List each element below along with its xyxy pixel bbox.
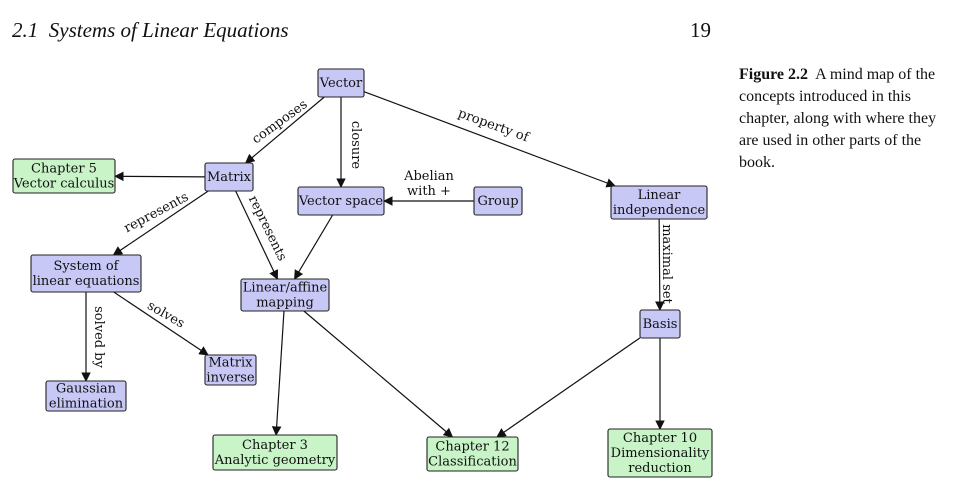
node-matrix-inverse-label: Matrix — [209, 356, 254, 371]
node-matrix-label: Matrix — [207, 170, 252, 185]
edge-label-solved-by: solved by — [91, 306, 106, 368]
node-chapter5-label: Vector calculus — [13, 177, 115, 192]
section-title: Systems of Linear Equations — [48, 18, 289, 42]
node-group: Group — [473, 186, 523, 216]
edges-layer — [81, 91, 665, 438]
section-number: 2.1 — [12, 18, 39, 42]
edge-matrix-to-chapter5 — [114, 171, 206, 182]
node-chapter5-label: Chapter 5 — [31, 162, 97, 177]
edge-linear-independence-to-basis — [655, 218, 665, 311]
edge-label-composes: composes — [249, 97, 310, 147]
node-system-label: linear equations — [33, 274, 140, 289]
edge-matrix-to-linear-mapping — [235, 190, 279, 280]
node-matrix-inverse-label: inverse — [206, 371, 254, 386]
page-number: 19 — [690, 18, 711, 42]
edge-label-closure: closure — [348, 121, 363, 170]
node-chapter12-label: Chapter 12 — [435, 440, 509, 455]
node-basis: Basis — [639, 309, 681, 339]
node-linear-independence-label: Linear — [638, 188, 682, 203]
edge-vector-space-to-linear-mapping — [294, 214, 334, 280]
edge-matrix-to-system — [112, 190, 209, 256]
running-header: 2.1 Systems of Linear Equations — [12, 18, 289, 43]
node-linear-mapping-label: Linear/affine — [243, 281, 328, 296]
edge-label-abelian: Abelian — [403, 169, 454, 184]
edge-label-represents-right: represents — [245, 193, 290, 263]
edge-label-with-plus: with + — [407, 184, 451, 199]
node-chapter10-label: reduction — [628, 461, 692, 476]
figure-caption: Figure 2.2 A mind map of the concepts in… — [739, 64, 939, 174]
edge-labels-layer: composes closure property of Abelian wit… — [91, 97, 674, 368]
node-linear-mapping-label: mapping — [256, 296, 314, 311]
node-matrix: Matrix — [204, 162, 254, 192]
edge-vector-to-matrix — [244, 96, 325, 164]
node-gaussian-label: Gaussian — [56, 382, 117, 397]
edge-vector-to-linear-independence — [363, 91, 616, 188]
node-vector-space-label: Vector space — [298, 194, 384, 209]
edge-basis-to-chapter12 — [496, 337, 641, 438]
node-system-label: System of — [54, 259, 120, 274]
node-vector-label: Vector — [319, 76, 363, 91]
edge-linear-mapping-to-chapter12 — [303, 310, 454, 438]
edge-linear-mapping-to-chapter3 — [271, 310, 285, 436]
node-group-label: Group — [477, 194, 518, 209]
caption-text: A mind map of the concepts introduced in… — [739, 66, 937, 171]
node-chapter12-label: Classification — [428, 455, 517, 470]
node-chapter10-label: Dimensionality — [611, 446, 710, 461]
node-vector-space: Vector space — [297, 186, 385, 216]
node-chapter3-label: Chapter 3 — [242, 438, 308, 453]
edge-system-to-matrix-inverse — [113, 291, 209, 356]
node-vector: Vector — [317, 68, 365, 98]
node-chapter3-label: Analytic geometry — [214, 453, 336, 468]
edge-label-represents-left: represents — [122, 190, 192, 236]
edge-label-maximal-set: maximal set — [659, 224, 674, 304]
node-linear-independence-label: independence — [613, 203, 706, 218]
node-gaussian-label: elimination — [49, 397, 124, 412]
figure-label: Figure 2.2 — [739, 66, 809, 83]
node-chapter10-label: Chapter 10 — [623, 431, 697, 446]
node-basis-label: Basis — [643, 317, 678, 332]
